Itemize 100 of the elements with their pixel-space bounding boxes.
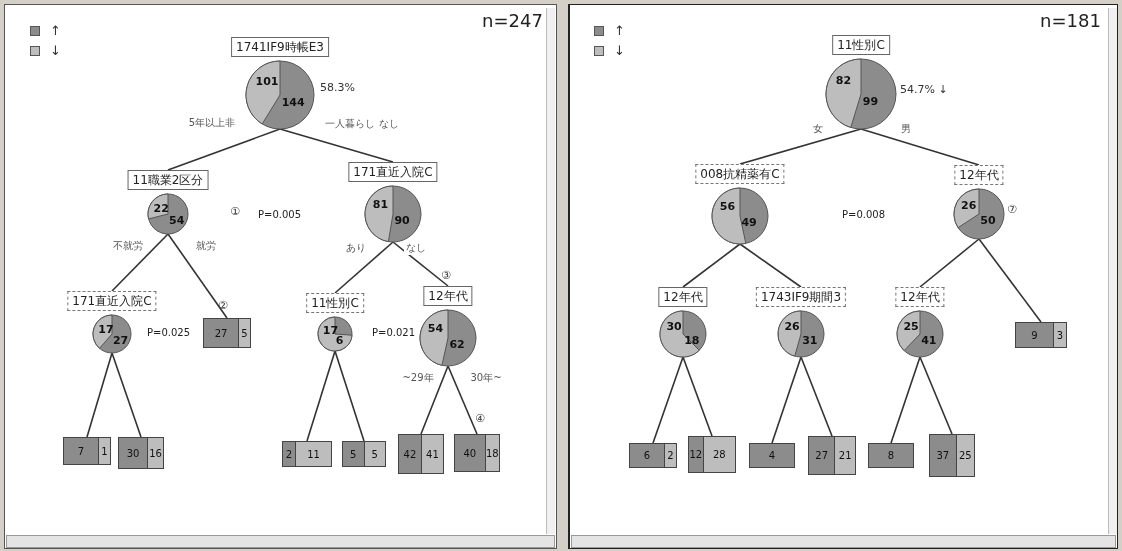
tree-branch-line — [111, 233, 169, 292]
node-annotation: ③ — [441, 270, 451, 281]
legend-label: ↑ — [614, 24, 625, 37]
count-bar-segment: 37 — [930, 435, 956, 476]
tree-branch-line — [682, 356, 713, 437]
count-bar-segment: 2 — [283, 442, 295, 466]
count-label: 18 — [684, 335, 700, 347]
split-variable-label: 11性別C — [306, 293, 364, 313]
tree-branch-line — [771, 356, 802, 444]
count-bar-segment: 9 — [1016, 323, 1053, 347]
p-value-label: P=0.025 — [147, 328, 191, 338]
split-variable-label: 12年代 — [954, 165, 1004, 185]
edge-label: 就労 — [194, 240, 218, 253]
split-variable-label: 008抗精薬有C — [695, 164, 785, 184]
tree-branch-line — [420, 365, 449, 435]
count-label: 144 — [281, 96, 305, 108]
count-bar-segment: 41 — [420, 435, 443, 473]
node-annotation: ⑦ — [1007, 204, 1017, 215]
count-bar-segment: 8 — [869, 444, 913, 467]
split-variable-label: 1743IF9期間3 — [755, 287, 847, 307]
count-bar-segment: 4 — [750, 444, 794, 467]
edge-label: 30年~ — [468, 372, 504, 385]
count-label: 27 — [112, 334, 129, 346]
tree-branch-line — [334, 241, 394, 294]
legend-label: ↓ — [614, 44, 625, 57]
tree-branch-line — [86, 352, 113, 438]
count-label: 54 — [427, 322, 444, 334]
tree-branch-line — [652, 356, 684, 444]
split-variable-label: 1741IF9時帳E3 — [231, 37, 329, 57]
split-variable-label: 11性別C — [832, 35, 890, 55]
legend-label: ↑ — [50, 24, 61, 37]
count-label: 25 — [903, 321, 919, 333]
tree-branch-line — [890, 356, 921, 444]
edge-label: なし — [404, 242, 428, 255]
node-annotation: 58.3% — [320, 82, 355, 93]
count-label: 82 — [835, 74, 852, 86]
tree-branch-line — [279, 128, 394, 163]
tree-branch-line — [167, 128, 281, 171]
count-bar-segment: 28 — [702, 437, 735, 472]
tree-branch-line — [306, 350, 336, 442]
split-variable-label: 171直近入院C — [67, 291, 157, 311]
split-variable-label: 12年代 — [658, 287, 708, 307]
edge-label: 一人暮らし なし — [323, 118, 401, 131]
count-bar-segment: 12 — [689, 437, 703, 472]
tree-branch-line — [860, 128, 980, 166]
tree-branch-line — [447, 365, 478, 435]
count-bar-segment: 16 — [147, 438, 163, 468]
tree-branch-line — [800, 356, 833, 437]
count-label: 54 — [169, 215, 185, 226]
edge-label: 男 — [899, 123, 913, 136]
count-label: 49 — [741, 217, 757, 229]
edge-label: 女 — [811, 123, 825, 136]
count-bar-segment: 40 — [455, 435, 485, 471]
count-bar-segment: 5 — [238, 319, 250, 347]
tree-branch-line — [334, 350, 365, 442]
node-annotation: ① — [230, 206, 240, 217]
count-bar-segment: 5 — [363, 442, 385, 466]
count-label: 26 — [961, 200, 977, 212]
legend-label: ↓ — [50, 44, 61, 57]
sample-size-label: n=181 — [1040, 12, 1101, 30]
count-bar-segment: 21 — [834, 437, 855, 474]
count-bar-segment: 5 — [343, 442, 364, 466]
tree-branch-line — [739, 243, 802, 288]
count-label: 17 — [322, 324, 339, 336]
tree-branch-line — [919, 356, 953, 435]
split-variable-label: 11職業2区分 — [127, 170, 209, 190]
split-variable-label: 12年代 — [423, 286, 473, 306]
count-label: 6 — [335, 334, 344, 346]
count-label: 56 — [719, 200, 736, 212]
count-bar-segment: 7 — [64, 438, 98, 464]
count-bar-segment: 27 — [204, 319, 238, 347]
edge-label: ~29年 — [400, 372, 436, 385]
p-value-label: P=0.008 — [842, 210, 886, 220]
tree-branch-line — [392, 241, 449, 287]
split-variable-label: 12年代 — [895, 287, 945, 307]
node-annotation: 54.7% ↓ — [900, 84, 948, 95]
count-label: 90 — [394, 215, 410, 227]
count-label: 22 — [153, 203, 169, 214]
p-value-label: P=0.005 — [258, 210, 302, 220]
split-variable-label: 171直近入院C — [348, 162, 438, 182]
tree-branch-line — [167, 233, 228, 319]
count-label: 31 — [802, 335, 818, 347]
sample-size-label: n=247 — [482, 12, 543, 30]
count-label: 30 — [666, 321, 682, 333]
node-annotation: ④ — [475, 413, 485, 424]
node-annotation: ② — [218, 300, 228, 311]
count-bar-segment: 6 — [630, 444, 664, 467]
count-label: 17 — [98, 323, 114, 335]
count-label: 81 — [372, 198, 389, 210]
count-bar-segment: 11 — [295, 442, 331, 466]
tree-branch-line — [739, 128, 862, 165]
tree-branch-line — [978, 238, 1042, 323]
count-bar-segment: 1 — [98, 438, 110, 464]
edge-label: 5年以上非 — [186, 117, 238, 130]
count-label: 101 — [255, 76, 279, 88]
count-label: 50 — [980, 215, 996, 227]
tree-branch-line — [111, 352, 142, 438]
count-bar-segment: 42 — [399, 435, 421, 473]
count-label: 62 — [449, 339, 465, 351]
tree-branch-line — [682, 243, 741, 288]
